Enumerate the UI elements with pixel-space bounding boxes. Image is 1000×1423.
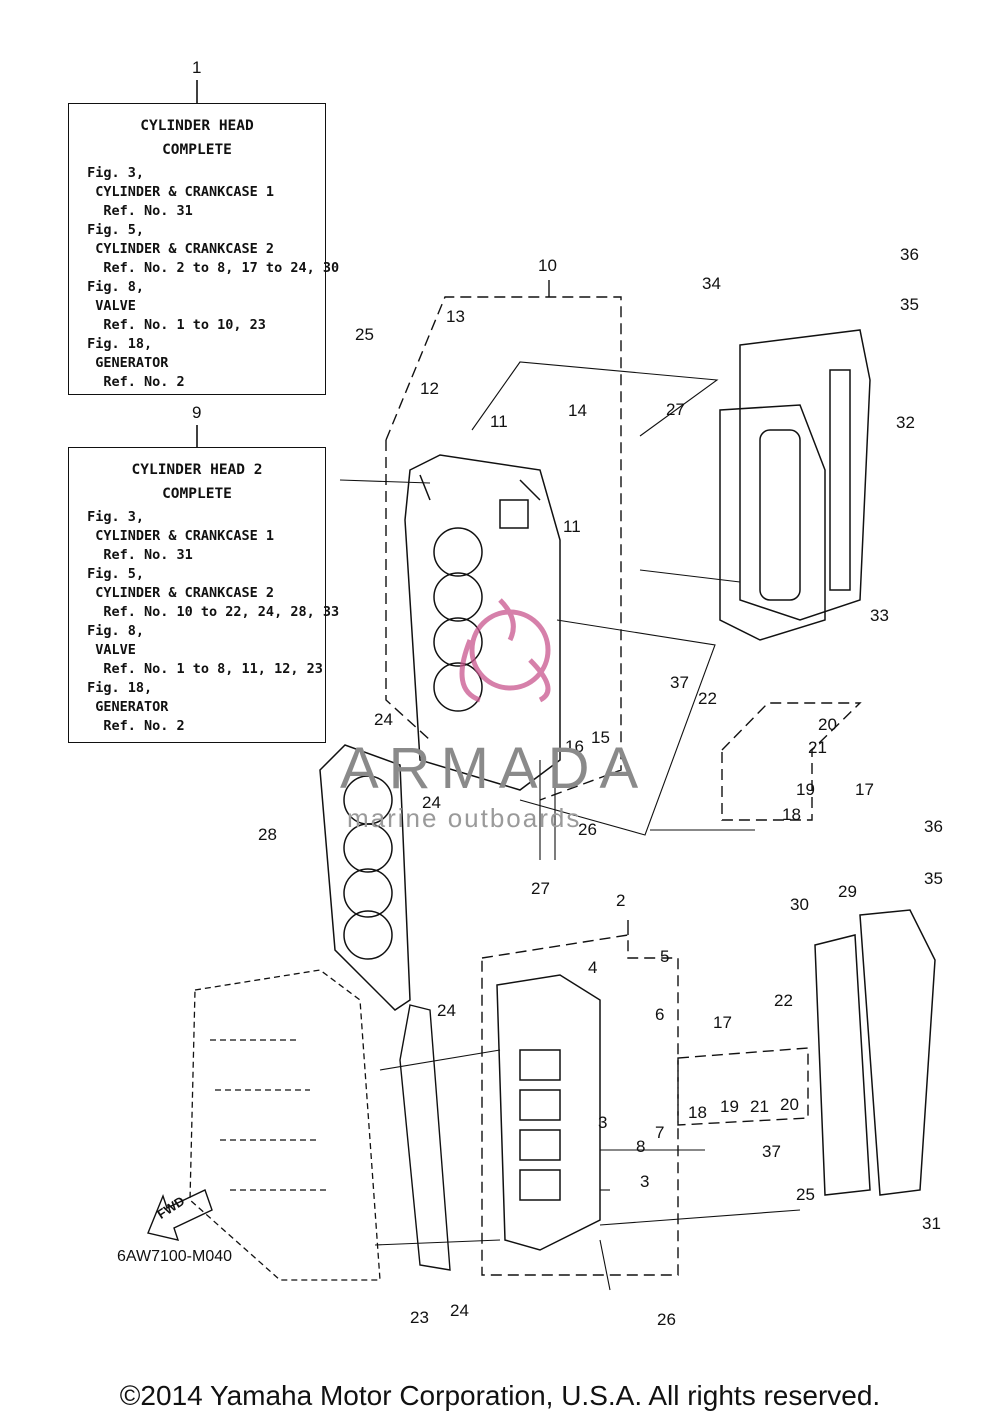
box-line: Ref. No. 2 to 8, 17 to 24, 30 [79,260,340,276]
callout-label: 22 [774,991,793,1010]
callout-label: 8 [636,1137,645,1156]
callout-label: 3 [640,1172,649,1191]
head-cover-upper [719,329,871,641]
callout-label: 28 [258,825,277,844]
callout-label: 30 [790,895,809,914]
callout-label: 26 [578,820,597,839]
callout-label: 21 [808,738,827,757]
cylinder-block [189,969,381,1281]
cylinder-head-upper [404,454,561,791]
box-line: Fig. 5, [79,222,145,238]
box-line: Ref. No. 31 [79,203,193,219]
box-line: Fig. 8, [79,279,145,295]
box-line: CYLINDER & CRANKCASE 1 [79,184,275,200]
callout-label: 1 [192,58,201,77]
box-line: Fig. 18, [79,336,153,352]
callout-label: 18 [688,1103,707,1122]
callout-label: 24 [374,710,393,729]
callout-label: 22 [698,689,717,708]
callout-label: 18 [782,805,801,824]
fwd-arrow-icon [147,1189,213,1241]
box-line: CYLINDER & CRANKCASE 2 [79,241,275,257]
callout-label: 17 [855,780,874,799]
box-line: CYLINDER & CRANKCASE 1 [79,528,275,544]
callout-label: 20 [780,1095,799,1114]
callout-label: 35 [924,869,943,888]
callout-label: 24 [450,1301,469,1320]
box-line: Ref. No. 2 [79,718,185,734]
callout-label: 6 [655,1005,664,1024]
callout-label: 5 [660,947,669,966]
callout-label: 9 [192,403,201,422]
group-10-dashed-outline [385,280,862,1276]
box-line: Fig. 3, [79,509,145,525]
callout-label: 11 [490,412,508,431]
callout-label: 37 [670,673,689,692]
box-title: CYLINDER HEAD [140,118,254,134]
callout-label: 27 [531,879,550,898]
box-title: CYLINDER HEAD 2 [131,462,263,478]
copyright-notice: ©2014 Yamaha Motor Corporation, U.S.A. A… [119,1380,881,1411]
box-line: VALVE [79,298,136,314]
callout-label: 14 [568,401,587,420]
callout-label: 27 [666,400,685,419]
callout-label: 24 [437,1001,456,1020]
callout-label: 25 [355,325,374,344]
callout-label: 3 [598,1113,607,1132]
watermark-tagline: marine outboards [347,803,582,833]
head-cover-lower [814,909,936,1196]
callout-label: 11 [563,517,581,536]
box-line: GENERATOR [79,699,169,715]
callout-label: 33 [870,606,889,625]
callout-label: 21 [750,1097,769,1116]
callout-label: 24 [422,793,441,812]
callout-label: 31 [922,1214,941,1233]
cylinder-head-lower [496,974,601,1251]
box-title: COMPLETE [162,142,232,158]
box-line: CYLINDER & CRANKCASE 2 [79,585,275,601]
callout-label: 12 [420,379,439,398]
box-line: Ref. No. 1 to 8, 11, 12, 23 [79,661,323,677]
callout-label: 25 [796,1185,815,1204]
callout-label: 19 [796,780,815,799]
box-line: Ref. No. 31 [79,547,193,563]
box-title: COMPLETE [162,486,232,502]
callout-label: 23 [410,1308,429,1327]
box-line: Fig. 3, [79,165,145,181]
callout-label: 34 [702,274,721,293]
callout-label: 29 [838,882,857,901]
box-cylinder-head-2-complete: CYLINDER HEAD 2 COMPLETE Fig. 3, CYLINDE… [68,447,340,743]
box-line: Fig. 5, [79,566,145,582]
diagram-code: 6AW7100-M040 [117,1248,233,1265]
head-gasket-23 [399,1004,451,1271]
box-cylinder-head-complete: CYLINDER HEAD COMPLETE Fig. 3, CYLINDER … [68,103,340,395]
box-line: Ref. No. 1 to 10, 23 [79,317,266,333]
watermark-brand: ARMADA [340,736,649,801]
box-line: VALVE [79,642,136,658]
callout-label: 35 [900,295,919,314]
box-line: Ref. No. 2 [79,374,185,390]
callout-label: 4 [588,958,597,977]
callout-label: 15 [591,728,610,747]
callout-label: 17 [713,1013,732,1032]
callout-label: 37 [762,1142,781,1161]
callout-label: 2 [616,891,625,910]
box-line: GENERATOR [79,355,169,371]
callout-label: 20 [818,715,837,734]
callout-label: 13 [446,307,465,326]
box-line: Fig. 18, [79,680,153,696]
watermark-logo [459,598,551,703]
callout-label: 16 [565,737,584,756]
callout-label: 26 [657,1310,676,1329]
box-line: Ref. No. 10 to 22, 24, 28, 33 [79,604,340,620]
callout-label: 36 [924,817,943,836]
head-gasket-28 [319,744,411,1011]
callout-label: 36 [900,245,919,264]
callout-label: 10 [538,256,557,275]
box-line: Fig. 8, [79,623,145,639]
callout-label: 19 [720,1097,739,1116]
callout-label: 32 [896,413,915,432]
callout-label: 7 [655,1123,664,1142]
